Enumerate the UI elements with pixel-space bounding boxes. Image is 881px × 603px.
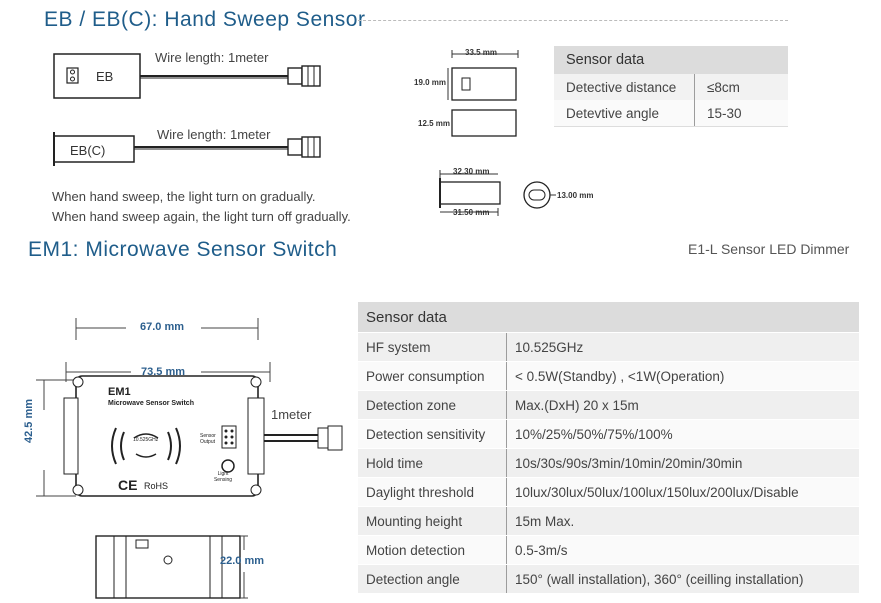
eb-dimension-drawing [439,50,556,216]
row-key: Power consumption [358,361,507,391]
row-key: Daylight threshold [358,477,507,507]
ce-mark-icon: CE [118,477,138,493]
table-row: Detective distance ≤8cm [554,74,788,100]
connector-icon [287,67,303,85]
em1-device-sub: Microwave Sensor Switch [108,400,194,407]
eb-sensor-icon [66,67,79,84]
row-key: Detection sensitivity [358,419,507,449]
em1-device-name: EM1 [108,386,131,398]
row-key: Detection angle [358,564,507,594]
row-value: 10s/30s/90s/3min/10min/20min/30min [506,448,859,478]
table-row: Detevtive angle 15-30 [554,100,788,127]
title-divider [358,20,788,21]
row-value: 10.525GHz [506,332,859,362]
eb-desc-line-2: When hand sweep again, the light turn of… [52,209,351,224]
eb-desc-line-1: When hand sweep, the light turn on gradu… [52,189,316,204]
ebc-label: EB(C) [70,143,106,158]
row-key: Detection zone [358,390,507,420]
row-key: Motion detection [358,535,507,565]
em1-wire-length: 1meter [271,407,312,422]
product-note: E1-L Sensor LED Dimmer [688,241,850,257]
row-key: Detective distance [554,74,695,100]
row-value: 15m Max. [506,506,859,536]
em1-device-drawing [36,318,343,599]
dim-w3: 31.50 mm [453,208,490,217]
em1-sensor-table-header: Sensor data [358,302,859,333]
dim-w1: 33.5 mm [465,48,498,57]
row-key: Detevtive angle [554,100,695,127]
row-value: < 0.5W(Standby) , <1W(Operation) [506,361,859,391]
dim-h2: 12.5 mm [418,119,451,128]
eb-label: EB [96,69,114,84]
row-value: 10%/25%/50%/75%/100% [506,419,859,449]
eb-sensor-table-header: Sensor data [554,46,788,74]
em1-dim-height: 42.5 mm [23,398,35,443]
row-value: 15-30 [694,100,788,127]
em1-dim-inner-width: 67.0 mm [140,321,185,333]
row-value: 150° (wall installation), 360° (ceilling… [506,564,859,594]
em1-device-freq: 10.525GHz [133,437,159,443]
eb-wire-length: Wire length: 1meter [155,50,269,65]
dim-w2: 32.30 mm [453,167,490,176]
em1-dim-outer-width: 73.5 mm [141,366,186,378]
row-key: HF system [358,332,507,362]
table-row: Power consumption< 0.5W(Standby) , <1W(O… [358,361,859,391]
em1-light-sensing: Light Sensing [213,471,233,483]
row-value: 10lux/30lux/50lux/100lux/150lux/200lux/D… [506,477,859,507]
row-value: Max.(DxH) 20 x 15m [506,390,859,420]
ebc-wire-length: Wire length: 1meter [157,127,271,142]
eb-section-title: EB / EB(C): Hand Sweep Sensor [44,8,366,31]
em1-section-title: EM1: Microwave Sensor Switch [28,238,338,261]
eb-module-drawing [53,53,321,166]
row-key: Hold time [358,448,507,478]
em1-sensor-output: Sensor Output [200,433,216,445]
eb-sensor-table: Sensor data Detective distance ≤8cm Dete… [554,46,788,127]
row-key: Mounting height [358,506,507,536]
row-value: ≤8cm [694,74,788,100]
dim-d1: 13.00 mm [557,191,594,200]
row-value: 0.5-3m/s [506,535,859,565]
rohs-label: RoHS [144,481,169,491]
dim-h1: 19.0 mm [414,78,447,87]
em1-dim-depth: 22.0 mm [220,555,265,567]
